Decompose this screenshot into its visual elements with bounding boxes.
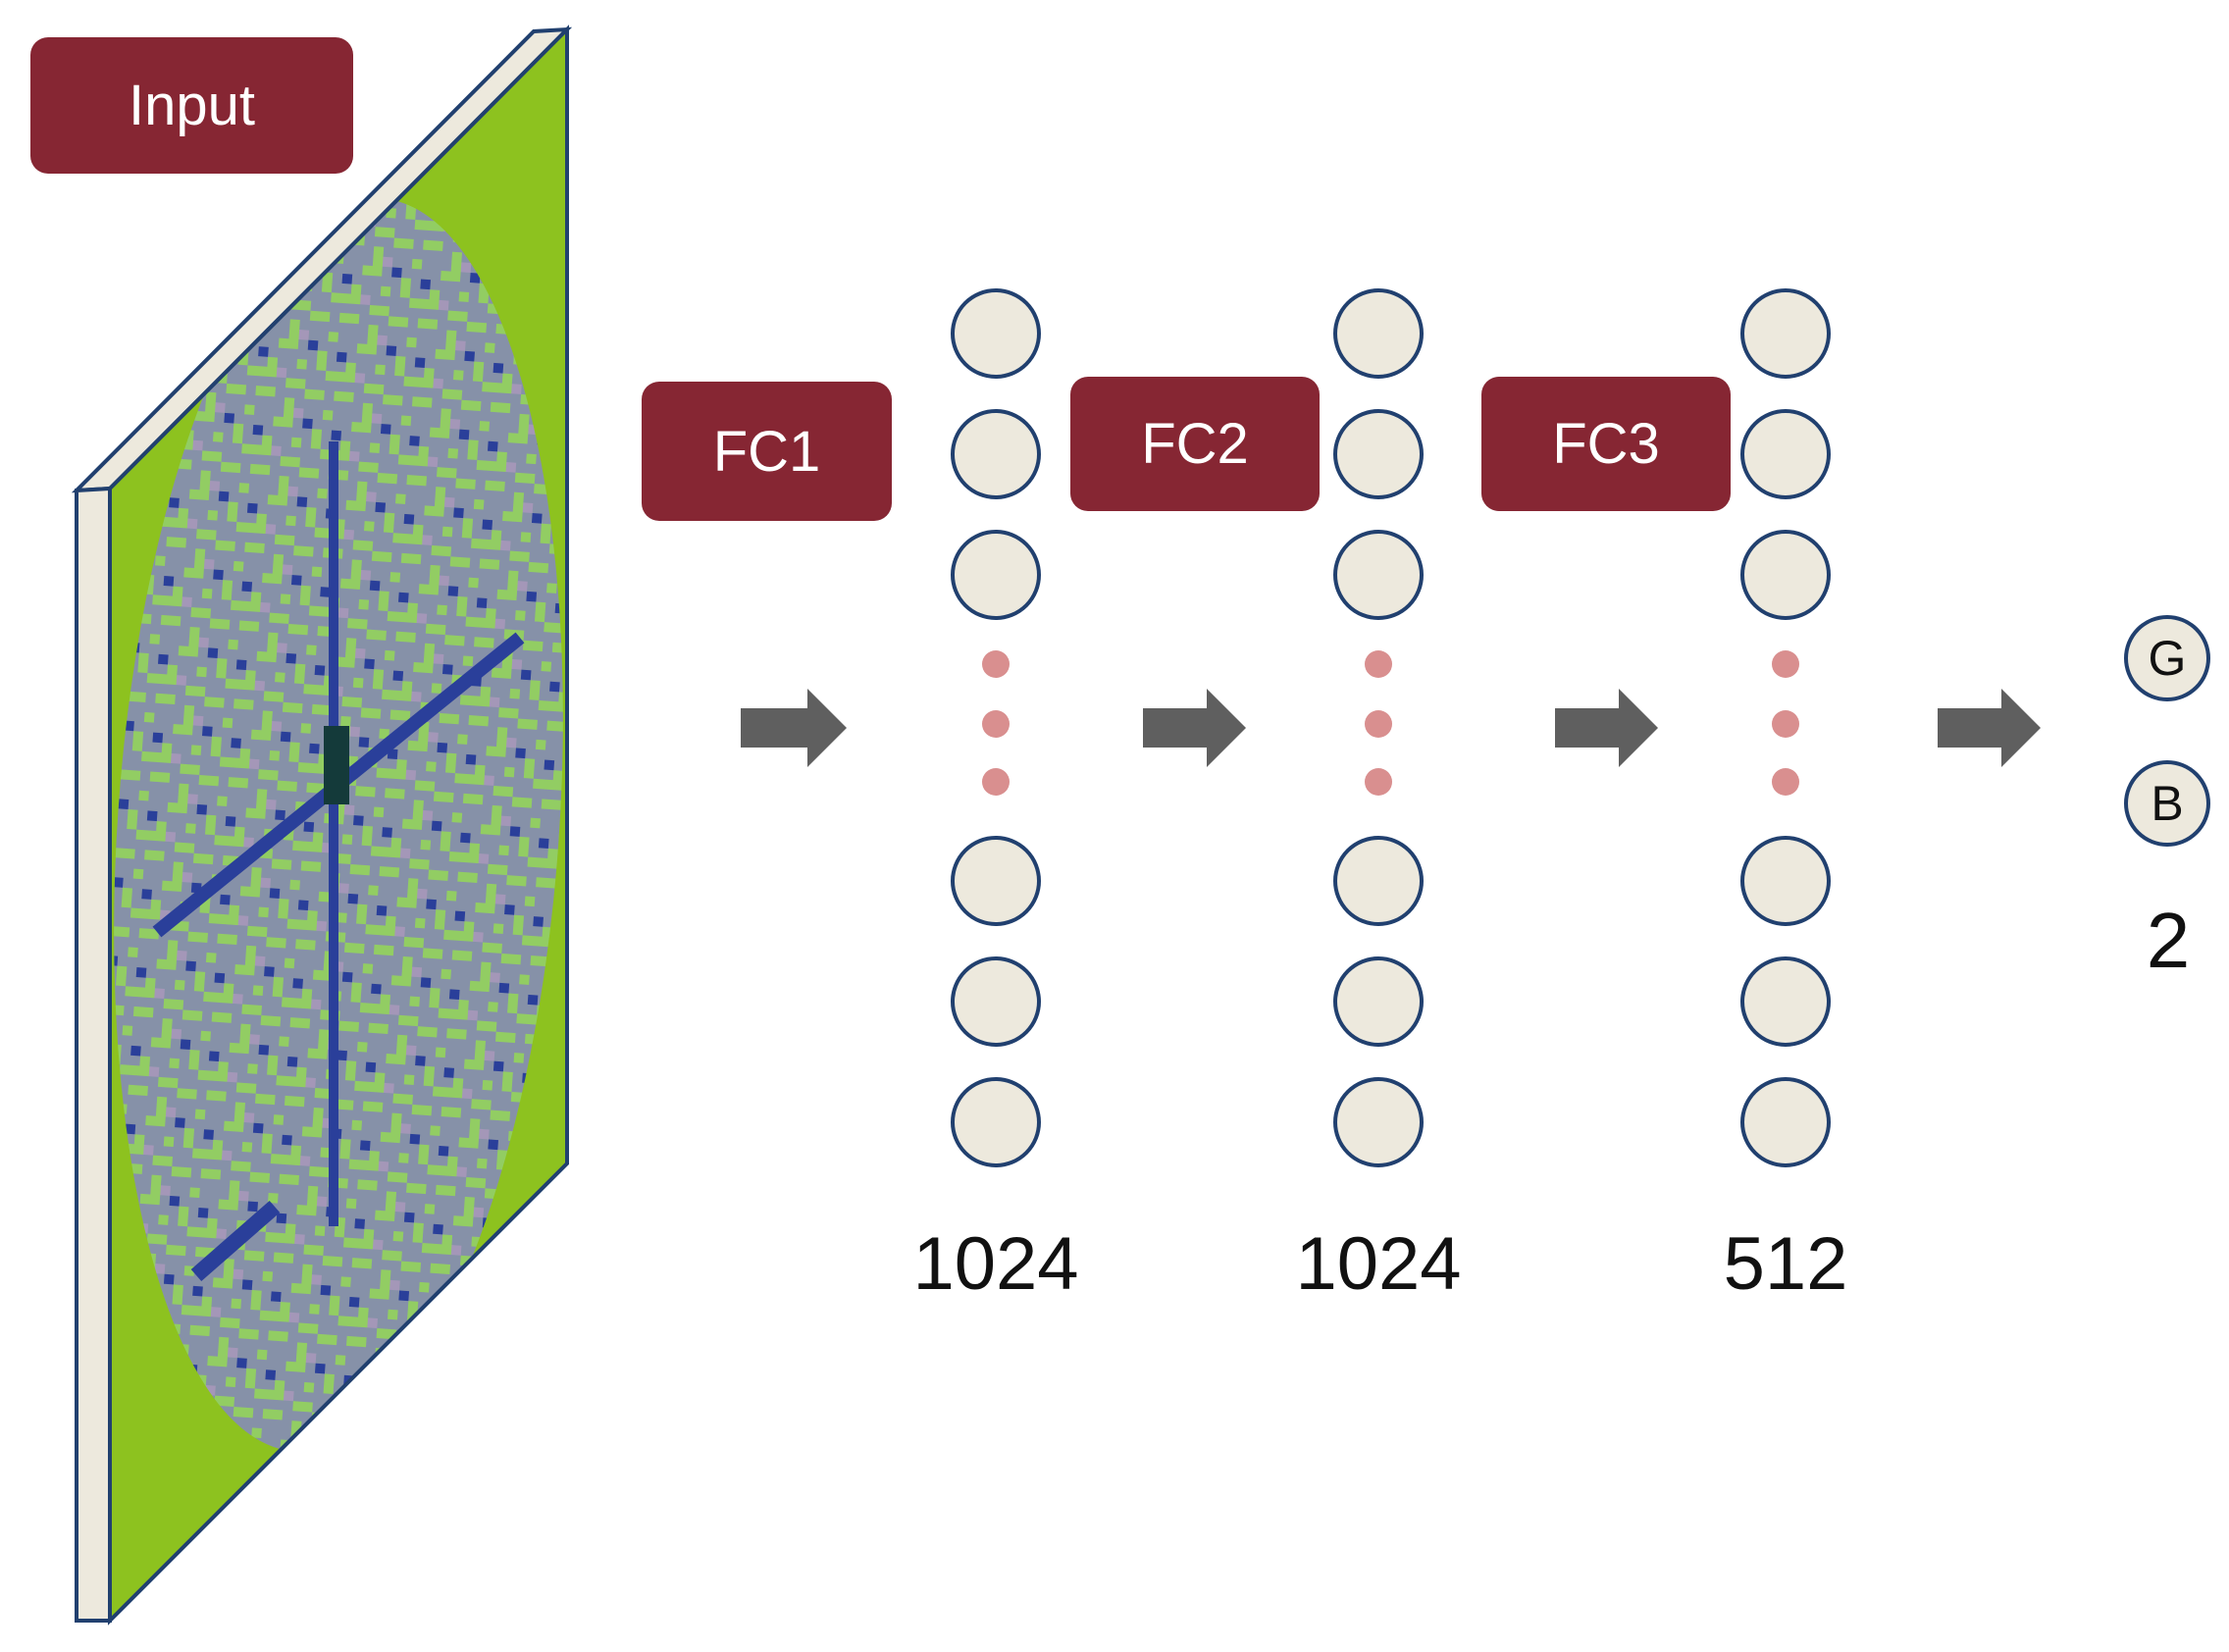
fc1-label: FC1 (642, 382, 892, 521)
neuron-node (1740, 1077, 1831, 1167)
ellipsis-dot (1365, 710, 1392, 738)
neuron-node (951, 288, 1041, 379)
fc1-unit-count: 1024 (912, 1222, 1079, 1306)
input-label: Input (30, 37, 353, 174)
input-image-slice (71, 25, 573, 1626)
neuron-node (1333, 836, 1424, 926)
fc2-label: FC2 (1070, 377, 1320, 511)
ellipsis-dot (982, 650, 1010, 678)
fc3-unit-count: 512 (1723, 1222, 1848, 1306)
neuron-node (951, 530, 1041, 620)
fc2-unit-count: 1024 (1295, 1222, 1462, 1306)
ellipsis-dot (982, 710, 1010, 738)
flow-arrows (741, 689, 2041, 767)
ellipsis-dot (1772, 710, 1799, 738)
neuron-node (1740, 836, 1831, 926)
ellipsis-dot (1772, 650, 1799, 678)
fc3-label: FC3 (1481, 377, 1731, 511)
neuron-node (951, 409, 1041, 499)
output-node-g: G (2124, 615, 2210, 701)
neuron-node (1740, 530, 1831, 620)
output-node-b: B (2124, 760, 2210, 847)
neuron-node (1333, 288, 1424, 379)
ellipsis-dot (1365, 768, 1392, 796)
neuron-node (1740, 288, 1831, 379)
ellipsis-dot (982, 768, 1010, 796)
neuron-column-fc3 (1740, 288, 1831, 1167)
neuron-node (951, 836, 1041, 926)
neuron-node (1740, 409, 1831, 499)
flow-arrow (1938, 689, 2041, 767)
neuron-column-fc2 (1333, 288, 1424, 1167)
neuron-node (1740, 956, 1831, 1047)
flow-arrow (1555, 689, 1658, 767)
output-unit-count: 2 (2146, 897, 2191, 984)
neuron-node (1333, 530, 1424, 620)
neuron-node (951, 956, 1041, 1047)
neuron-column-fc1 (951, 288, 1041, 1167)
neuron-node (1333, 1077, 1424, 1167)
neuron-node (951, 1077, 1041, 1167)
flow-arrow (1143, 689, 1246, 767)
neuron-node (1333, 409, 1424, 499)
flow-arrow (741, 689, 847, 767)
ellipsis-dot (1365, 650, 1392, 678)
neuron-node (1333, 956, 1424, 1047)
ellipsis-dot (1772, 768, 1799, 796)
